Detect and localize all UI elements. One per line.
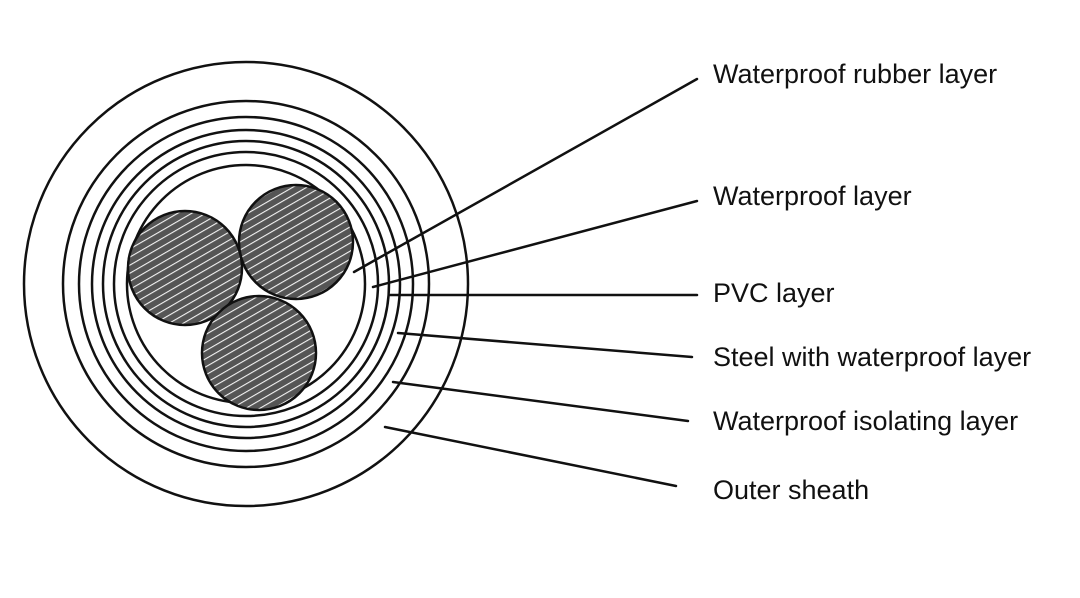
label-steel-with-waterproof-layer: Steel with waterproof layer — [713, 342, 1032, 372]
cable-rings — [22, 60, 470, 508]
leader-line-outer-sheath — [383, 425, 678, 488]
leader-line-waterproof-rubber-layer — [352, 77, 699, 274]
conductor-cores — [126, 183, 355, 412]
label-waterproof-layer: Waterproof layer — [713, 181, 912, 211]
label-waterproof-isolating-layer: Waterproof isolating layer — [713, 406, 1019, 436]
steel-waterproof-ring-outer — [77, 115, 415, 453]
waterproof-layer-ring — [112, 150, 380, 418]
core-top-right — [237, 183, 355, 301]
leader-line-steel-with-waterproof-layer — [396, 331, 694, 359]
label-pvc-layer: PVC layer — [713, 278, 835, 308]
waterproof-isolating-ring — [61, 99, 431, 469]
leader-line-waterproof-isolating-layer — [391, 380, 690, 423]
core-left — [126, 209, 244, 327]
core-bottom — [200, 294, 318, 412]
leader-line-waterproof-layer — [371, 199, 699, 289]
leader-lines — [352, 77, 699, 488]
label-waterproof-rubber-layer: Waterproof rubber layer — [713, 59, 998, 89]
outer-sheath-ring — [22, 60, 470, 508]
steel-waterproof-ring-inner — [90, 128, 402, 440]
label-outer-sheath: Outer sheath — [713, 475, 870, 505]
